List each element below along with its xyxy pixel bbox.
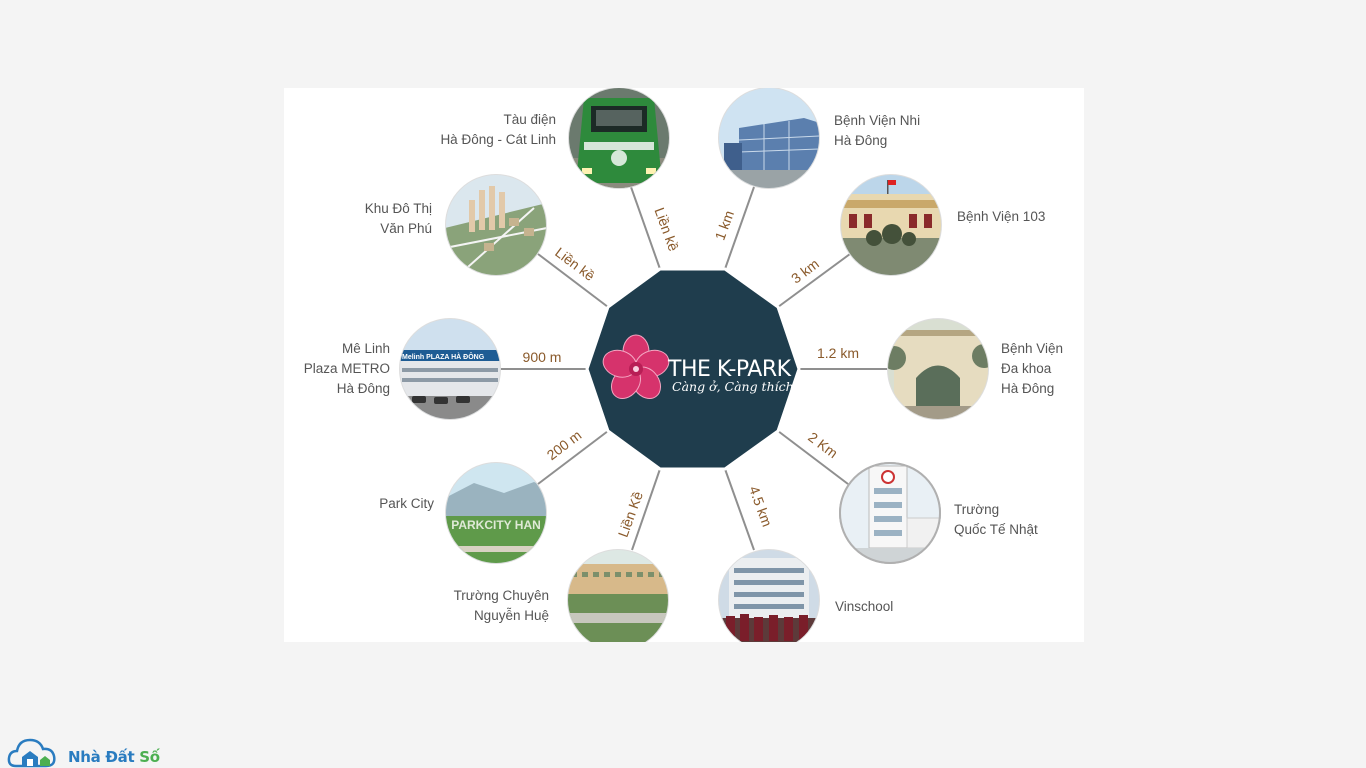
- melinh-sign: Melinh PLAZA HÀ ĐÔNG: [402, 352, 485, 361]
- label-melinh-line1: Mê Linh: [341, 341, 390, 356]
- label-parkcity: Park City: [379, 494, 434, 514]
- label-melinh: Mê Linh Plaza METRO Hà Đông: [304, 339, 390, 399]
- flower-logo-icon: [602, 334, 670, 399]
- cloud-house-icon: [7, 738, 56, 768]
- watermark-text: Nhà Đất Số: [68, 748, 160, 766]
- distance-nguyenhue: Liền Kề: [615, 489, 646, 539]
- label-dakhoa-line2: Đa khoa: [1001, 361, 1052, 376]
- label-nguyenhue-line2: Nguyễn Huệ: [473, 608, 549, 623]
- label-parkcity-line1: Park City: [379, 496, 434, 511]
- label-vanphu-line1: Khu Đô Thị: [364, 201, 432, 216]
- label-nguyenhue: Trường Chuyên Nguyễn Huệ: [454, 586, 549, 626]
- metro-train-photo-icon: [568, 88, 670, 189]
- label-nhat-line2: Quốc Tế Nhật: [954, 522, 1038, 537]
- spoke-line-nhi: [724, 186, 755, 270]
- distance-melinh: 900 m: [523, 349, 562, 365]
- distance-vinschool: 4.5 km: [746, 484, 775, 529]
- van-phu-urban-photo-icon: [445, 174, 547, 276]
- hospital-103-photo-icon: [840, 174, 942, 276]
- spoke-line-nhat: [777, 430, 849, 485]
- vinschool-photo-icon: [718, 549, 820, 642]
- distance-bv103: 3 km: [788, 255, 822, 286]
- label-vinschool: Vinschool: [835, 597, 893, 617]
- children-hospital-photo-icon: [718, 88, 820, 189]
- center-hub: THE K-PARK Càng ở, Càng thích: [585, 267, 801, 471]
- label-melinh-line2: Plaza METRO: [303, 361, 390, 376]
- park-city-sign: PARKCITY HAN: [451, 518, 541, 532]
- distance-parkcity: 200 m: [544, 427, 585, 463]
- japanese-school-photo-icon: [839, 462, 941, 564]
- center-decagon: [585, 267, 801, 471]
- label-dakhoa-line3: Hà Đông: [1001, 381, 1055, 396]
- distance-metro: Liền kề: [651, 205, 682, 253]
- spoke-lines: [500, 186, 888, 551]
- label-vanphu-line2: Văn Phú: [380, 221, 432, 236]
- label-bv103: Bệnh Viện 103: [957, 207, 1045, 227]
- label-metro-line2: Hà Đông - Cát Linh: [440, 132, 556, 147]
- park-city-photo-icon: PARKCITY HAN: [445, 462, 547, 564]
- spoke-line-metro: [630, 186, 661, 270]
- watermark-logo: Nhà Đất Số: [6, 732, 160, 768]
- label-nhi-line2: Hà Đông: [834, 133, 888, 148]
- label-nhat: Trường Quốc Tế Nhật: [954, 500, 1038, 540]
- spoke-line-bv103: [777, 253, 851, 308]
- spoke-line-parkcity: [537, 430, 609, 485]
- watermark-name: Nhà Đất: [68, 748, 135, 766]
- nguyen-hue-school-photo-icon: [567, 549, 669, 642]
- melinh-plaza-photo-icon: Melinh PLAZA HÀ ĐÔNG: [399, 318, 501, 420]
- label-dakhoa-line1: Bệnh Viện: [1001, 341, 1064, 356]
- label-vanphu: Khu Đô Thị Văn Phú: [365, 199, 432, 239]
- distance-dakhoa: 1.2 km: [817, 345, 859, 361]
- location-diagram: Liền kề 1 km 3 km 1.2 km 2 Km 4.5 km Liề…: [399, 88, 989, 642]
- label-nguyenhue-line1: Trường Chuyên: [453, 588, 549, 603]
- label-metro-line1: Tàu điện: [503, 112, 556, 127]
- label-vinschool-line1: Vinschool: [835, 599, 894, 614]
- label-nhi: Bệnh Viện Nhi Hà Đông: [834, 111, 920, 151]
- diagram-panel: Liền kề 1 km 3 km 1.2 km 2 Km 4.5 km Liề…: [284, 88, 1084, 642]
- brand-tagline: Càng ở, Càng thích: [672, 379, 794, 394]
- label-bv103-line1: Bệnh Viện 103: [957, 209, 1046, 224]
- spoke-line-vinschool: [724, 468, 755, 551]
- label-dakhoa: Bệnh Viện Đa khoa Hà Đông: [1001, 339, 1063, 399]
- spoke-line-vanphu: [537, 253, 609, 308]
- general-hospital-photo-icon: [887, 318, 989, 420]
- distance-nhi: 1 km: [712, 208, 737, 242]
- label-melinh-line3: Hà Đông: [336, 381, 390, 396]
- label-nhi-line1: Bệnh Viện Nhi: [834, 113, 921, 128]
- label-nhat-line1: Trường: [954, 502, 1000, 517]
- label-metro: Tàu điện Hà Đông - Cát Linh: [440, 110, 556, 150]
- watermark-accent: Số: [139, 748, 160, 766]
- brand-title: THE K-PARK: [667, 357, 792, 382]
- spoke-line-nguyenhue: [631, 468, 661, 551]
- distance-vanphu: Liền kề: [552, 244, 598, 284]
